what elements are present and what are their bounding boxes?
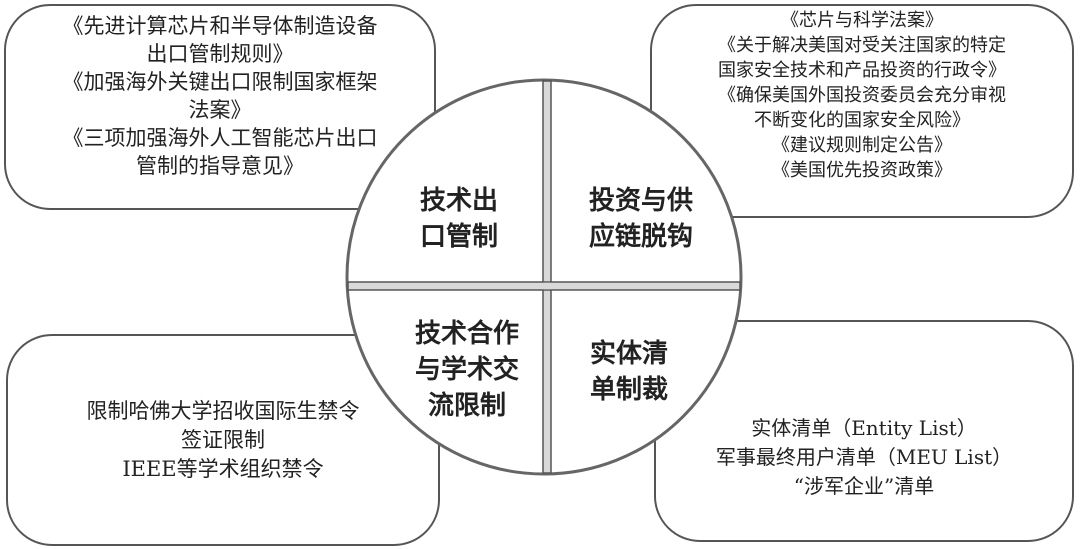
policy-line: 《确保美国外国投资委员会充分审视 xyxy=(718,85,1006,106)
academic-restrictions-box: 限制哈佛大学招收国际生禁令 签证限制 IEEE等学术组织禁令 xyxy=(6,334,440,546)
regulation-line: 法案》 xyxy=(188,98,252,122)
quadrant-label-line: 投资与供 xyxy=(588,186,693,216)
list-line: “涉军企业”清单 xyxy=(793,473,935,498)
policy-line: 国家安全技术和产品投资的行政令》 xyxy=(718,60,1006,81)
restriction-line: IEEE等学术组织禁令 xyxy=(122,456,324,481)
quadrant-entity-list-sanctions: 实体清 单制裁 xyxy=(564,336,694,408)
restriction-line: 限制哈佛大学招收国际生禁令 xyxy=(86,398,360,423)
regulation-line: 《先进计算芯片和半导体制造设备 xyxy=(62,14,378,38)
quadrant-label-line: 实体清 xyxy=(589,339,668,369)
investment-policies-box: 《芯片与科学法案》 《关于解决美国对受关注国家的特定 国家安全技术和产品投资的行… xyxy=(650,4,1074,218)
list-line: 军事最终用户清单（MEU List） xyxy=(715,444,1013,469)
quadrant-label-line: 技术合作 xyxy=(414,319,519,349)
quadrant-label-line: 口管制 xyxy=(419,222,498,252)
policy-line: 《芯片与科学法案》 xyxy=(781,10,943,31)
regulation-line: 《加强海外关键出口限制国家框架 xyxy=(62,70,378,94)
policy-line: 不断变化的国家安全风险》 xyxy=(754,110,970,131)
quadrant-label-line: 应链脱钩 xyxy=(588,222,693,252)
central-circle xyxy=(345,78,743,476)
list-line: 实体清单（Entity List） xyxy=(751,415,977,440)
policy-line: 《建议规则制定公告》 xyxy=(772,135,952,156)
quadrant-label-line: 流限制 xyxy=(427,391,506,421)
quadrant-label-line: 与学术交 xyxy=(414,355,519,385)
quadrant-label-line: 技术出 xyxy=(419,186,498,216)
quadrant-investment-decoupling: 投资与供 应链脱钩 xyxy=(566,183,716,255)
policy-line: 《关于解决美国对受关注国家的特定 xyxy=(718,35,1006,56)
regulation-line: 《三项加强海外人工智能芯片出口 xyxy=(62,126,378,150)
regulation-line: 管制的指导意见》 xyxy=(136,154,304,178)
restriction-line: 签证限制 xyxy=(181,427,265,452)
quadrant-academic-restriction: 技术合作 与学术交 流限制 xyxy=(392,316,542,424)
export-control-regulations-box: 《先进计算芯片和半导体制造设备 出口管制规则》 《加强海外关键出口限制国家框架 … xyxy=(4,4,436,210)
quadrant-tech-export-control: 技术出 口管制 xyxy=(398,183,520,255)
quadrant-label-line: 单制裁 xyxy=(589,375,668,405)
regulation-line: 出口管制规则》 xyxy=(146,42,294,66)
vertical-divider xyxy=(542,80,552,474)
policy-line: 《美国优先投资政策》 xyxy=(772,160,952,181)
